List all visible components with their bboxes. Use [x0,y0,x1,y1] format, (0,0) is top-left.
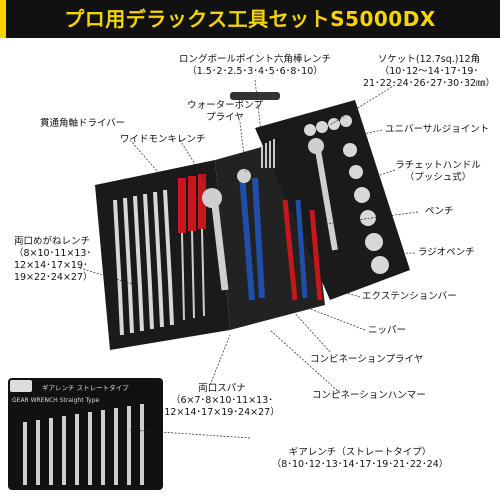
gear-wrench-pouch [8,378,163,490]
label-water-pump-pliers: ウォーターポンプ プライヤ [187,100,263,123]
label-ratchet: ラチェットハンドル （プッシュ式） [395,160,481,183]
label-screwdriver: 貫通角軸ドライバー [40,118,126,129]
label-nipper: ニッパー [368,325,407,336]
label-spanner: 両口スパナ （6×7･8×10･11×13･ 12×14･17×19･24×27… [164,383,280,418]
label-radio-pliers: ラジオペンチ [418,247,475,258]
box-wrench-set [113,189,174,336]
screwdriver-set [178,174,206,321]
label-socket: ソケット(12.7sq.)12角 （10･12～14･17･19･ 21･22･… [362,54,496,89]
hex-key-set [261,139,275,168]
toolbox [95,92,410,350]
leader-lines [79,79,419,439]
label-extension-bar: エクステンションバー [362,291,457,302]
pouch-body [8,378,163,490]
label-pliers: ペンチ [425,206,454,217]
pouch-label-jp: ギアレンチ ストレートタイプ [42,383,129,392]
toolbox-handle [230,92,280,100]
water-pump-pliers [237,169,265,301]
label-box-wrench: 両口めがねレンチ （8×10･11×13･ 12×14･17×19･ 19×22… [14,236,93,283]
label-combination-hammer: コンビネーションハンマー [312,390,426,401]
banner-accent [0,0,6,38]
adjustable-wrench [202,188,229,291]
socket-set [304,115,389,274]
title-banner: プロ用デラックス工具セットS5000DX [0,0,500,38]
label-combination-pliers: コンビネーションプライヤ [310,354,424,365]
gear-wrench-set [23,404,144,485]
label-hex-key: ロングボールポイント六角棒レンチ （1.5･2･2.5･3･4･5･6･8･10… [178,54,331,77]
label-universal-joint: ユニバーサルジョイント [385,124,490,135]
page-title: プロ用デラックス工具セットS5000DX [64,7,436,31]
ratchet-handle [308,138,338,251]
label-gear-wrench: ギアレンチ（ストレートタイプ） （8･10･12･13･14･17･19･21･… [271,447,449,470]
pouch-label: GEAR WRENCH Straight Type [12,397,100,404]
label-wide-wrench: ワイドモンキレンチ [120,134,206,145]
pouch-logo [10,380,32,392]
